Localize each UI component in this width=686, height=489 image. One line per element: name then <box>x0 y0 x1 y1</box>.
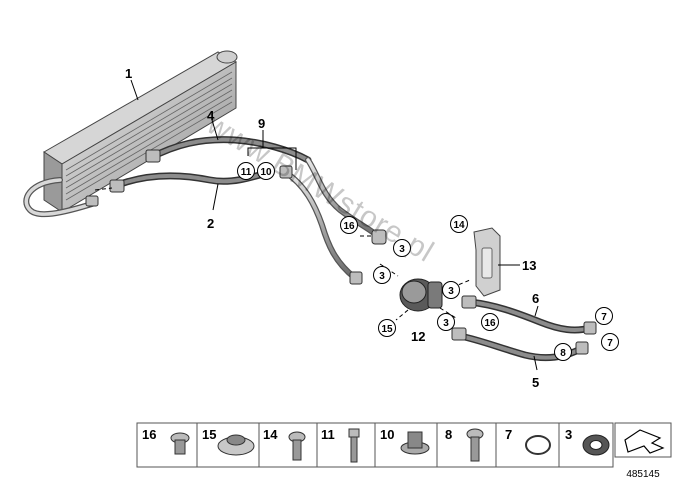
callout-3-b: 3 <box>373 266 391 284</box>
part-label-4: 4 <box>207 108 215 123</box>
callout-15: 15 <box>378 319 396 337</box>
svg-text:10: 10 <box>260 167 272 178</box>
svg-text:11: 11 <box>241 167 252 178</box>
bracket-drawing <box>473 227 501 297</box>
legend-3: 3 <box>565 427 572 442</box>
svg-text:16: 16 <box>484 318 496 329</box>
bolt-8-icon <box>466 428 484 462</box>
part-label-9: 9 <box>258 116 265 131</box>
bolt-11-icon <box>348 428 360 463</box>
callout-14: 14 <box>450 215 468 233</box>
callout-7-upper: 7 <box>595 307 613 325</box>
legend-8: 8 <box>445 427 452 442</box>
legend-10: 10 <box>380 427 394 442</box>
part-label-13: 13 <box>522 258 536 273</box>
bolt-14-icon <box>288 431 306 461</box>
sleeve-10-icon <box>400 431 430 455</box>
oil-cooler-drawing <box>43 50 238 213</box>
callout-16-upper: 16 <box>340 216 358 234</box>
fittings-drawing <box>85 149 597 355</box>
legend-16: 16 <box>142 427 156 442</box>
fold-arrow-icon <box>624 429 665 454</box>
part-label-2: 2 <box>207 216 214 231</box>
parts-legend: 16 15 14 11 10 8 7 3 <box>136 422 672 480</box>
reference-number: 485145 <box>626 469 660 480</box>
part-label-1: 1 <box>125 66 132 81</box>
callout-10: 10 <box>257 162 275 180</box>
callout-11: 11 <box>237 162 255 180</box>
svg-text:16: 16 <box>343 221 355 232</box>
svg-text:7: 7 <box>601 312 607 323</box>
callout-3-c: 3 <box>442 281 460 299</box>
part-label-6: 6 <box>532 291 539 306</box>
callout-8: 8 <box>554 343 572 361</box>
legend-15: 15 <box>202 427 216 442</box>
svg-text:8: 8 <box>560 348 566 359</box>
svg-text:14: 14 <box>453 220 465 231</box>
legend-7: 7 <box>505 427 512 442</box>
svg-text:15: 15 <box>381 324 393 335</box>
legend-14: 14 <box>263 427 278 442</box>
callout-7-lower: 7 <box>601 333 619 351</box>
callout-16-lower: 16 <box>481 313 499 331</box>
svg-text:3: 3 <box>379 271 385 282</box>
o-ring-7-icon <box>525 435 551 455</box>
bolt-16-icon <box>170 432 190 455</box>
leader-lines <box>130 79 539 371</box>
svg-text:3: 3 <box>399 244 405 255</box>
part-label-12: 12 <box>411 329 425 344</box>
svg-text:3: 3 <box>443 318 449 329</box>
oil-lines-drawing <box>23 136 594 362</box>
nut-15-icon <box>217 434 255 456</box>
seal-ring-3-icon <box>582 434 610 456</box>
callout-3-a: 3 <box>393 239 411 257</box>
callout-3-d: 3 <box>437 313 455 331</box>
svg-text:3: 3 <box>448 286 454 297</box>
thermostat-drawing <box>399 278 443 312</box>
svg-text:7: 7 <box>607 338 613 349</box>
part-label-5: 5 <box>532 375 539 390</box>
legend-11: 11 <box>321 427 335 442</box>
